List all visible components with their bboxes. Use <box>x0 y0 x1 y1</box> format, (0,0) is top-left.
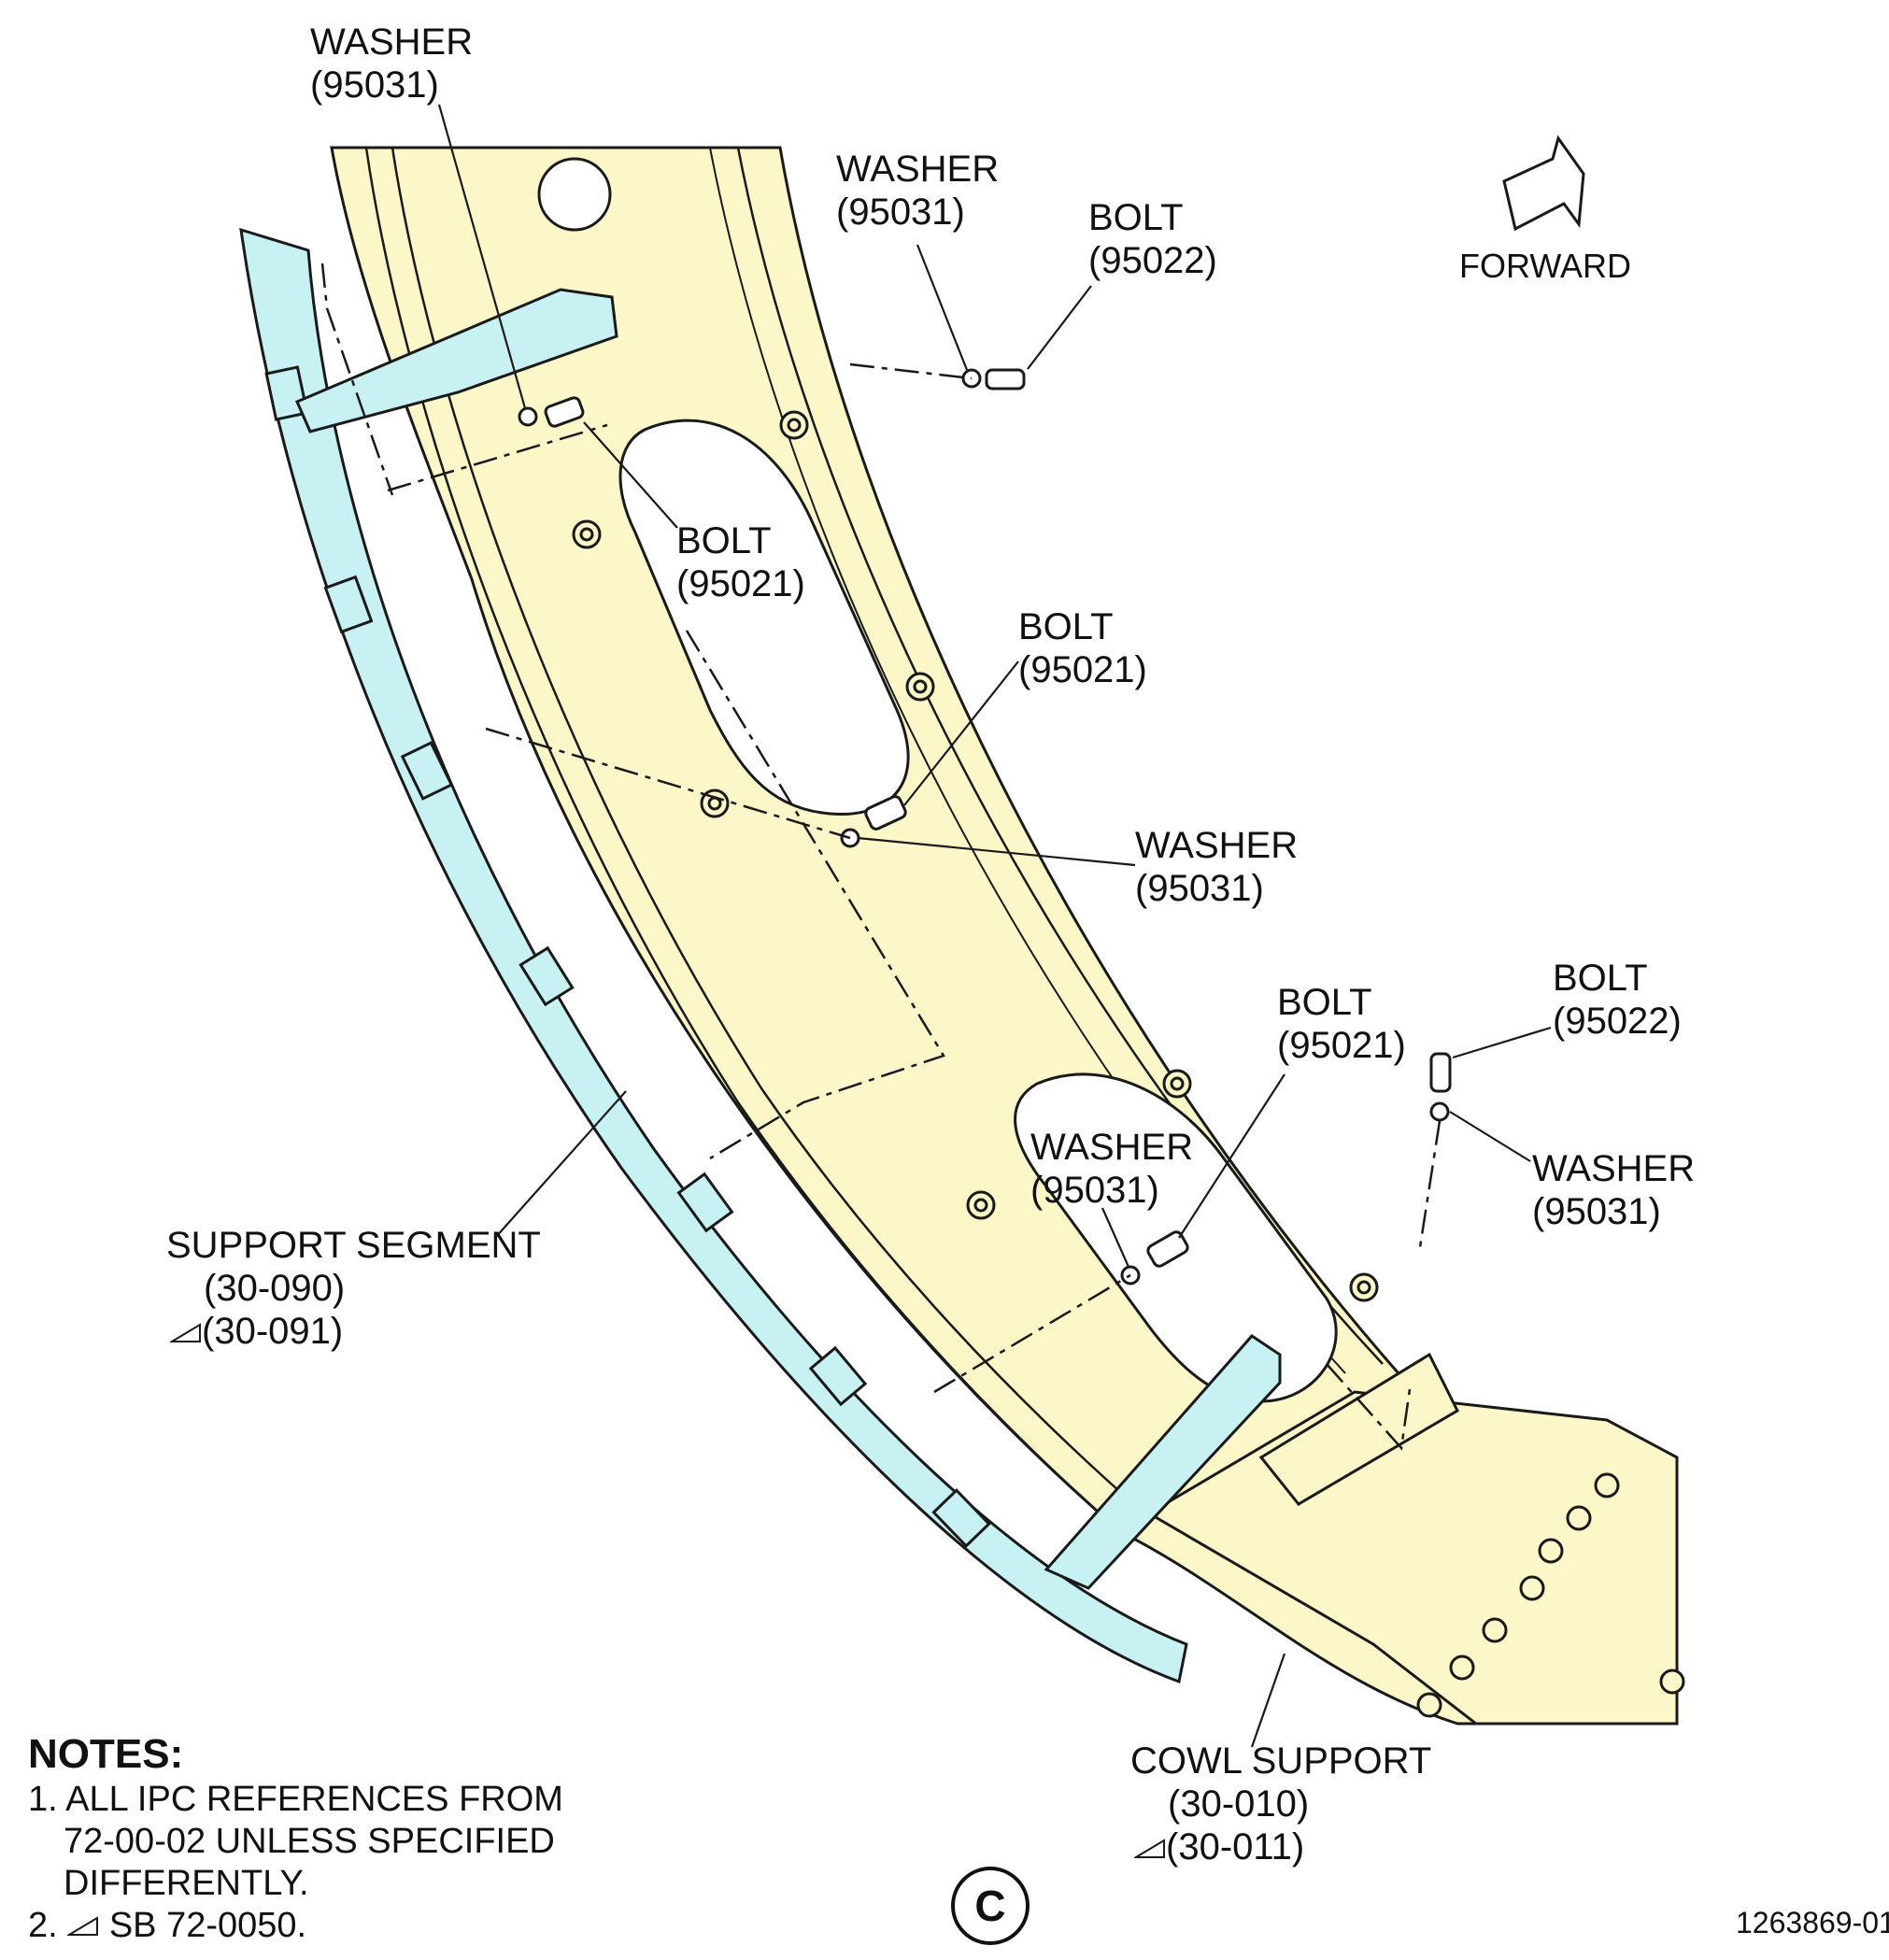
bolt-top-left <box>544 396 585 428</box>
cowl-top-hole <box>537 157 612 232</box>
label-bolt-lower-center: BOLT (95021) <box>1277 982 1406 1066</box>
cowl-cutout-upper <box>618 419 910 816</box>
label-washer-lower-right: WASHER (95031) <box>1532 1148 1696 1232</box>
washer-lower-right <box>1429 1101 1450 1122</box>
label-washer-middle: WASHER (95031) <box>1135 825 1299 909</box>
label-bolt-upper-center: BOLT (95021) <box>676 520 805 604</box>
label-support-segment: SUPPORT SEGMENT (30-090) (30-091) <box>166 1225 541 1352</box>
forward-arrow-icon <box>1502 135 1585 232</box>
drawing-number: 1263869-01 <box>1736 1906 1889 1939</box>
label-washer-lower-center: WASHER (95031) <box>1030 1127 1194 1211</box>
washer-top-left <box>518 406 538 427</box>
label-bolt-middle: BOLT (95021) <box>1018 606 1147 690</box>
notes-title: NOTES: <box>28 1731 184 1777</box>
bolt-lower-center <box>1146 1230 1189 1268</box>
label-cowl-support: COWL SUPPORT (30-010) (30-011) <box>1130 1740 1432 1868</box>
leader-lines <box>437 104 1552 1748</box>
lower-bracket <box>1044 1334 1282 1590</box>
cowl-fastener-holes <box>572 410 1379 1302</box>
bolt-top-right <box>985 368 1026 391</box>
label-bolt-top-right: BOLT (95022) <box>1088 197 1217 281</box>
note-2-triangle-icon <box>170 1323 201 1342</box>
note-2-triangle-icon <box>1134 1839 1165 1858</box>
label-washer-top-left: WASHER (95031) <box>310 21 474 106</box>
note-1-line-3: DIFFERENTLY. <box>64 1864 309 1903</box>
installation-lines <box>320 263 1442 1451</box>
cowl-end-bolts <box>1416 1472 1685 1718</box>
view-letter: C <box>951 1867 1030 1945</box>
label-washer-top-right: WASHER (95031) <box>836 149 1000 233</box>
label-bolt-lower-right: BOLT (95022) <box>1553 958 1682 1042</box>
bolt-middle <box>864 795 907 831</box>
note-1-line-1: 1. ALL IPC REFERENCES FROM <box>28 1780 563 1819</box>
support-segment-tabs <box>264 365 991 1548</box>
note-2-triangle-icon <box>67 1916 99 1936</box>
note-1-line-2: 72-00-02 UNLESS SPECIFIED <box>64 1822 555 1861</box>
upper-bracket <box>295 288 618 433</box>
bolt-lower-right <box>1429 1052 1452 1093</box>
notes-block: NOTES: 1. ALL IPC REFERENCES FROM 72-00-… <box>28 1730 563 1947</box>
fastener-parts <box>518 368 1452 1285</box>
label-forward: FORWARD <box>1459 247 1631 285</box>
note-2: 2. SB 72-0050. <box>28 1906 307 1945</box>
